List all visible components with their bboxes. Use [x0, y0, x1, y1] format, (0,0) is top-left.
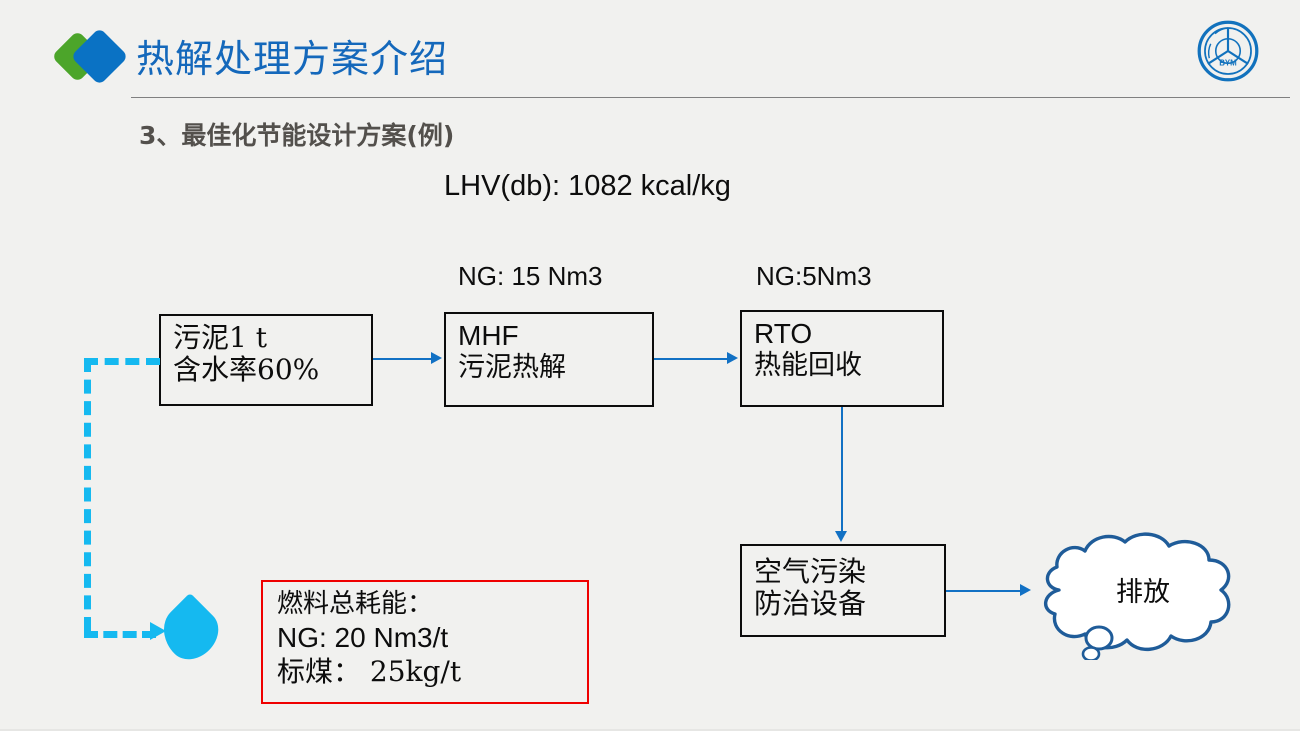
- arrowhead-mhf-to-rto: [727, 352, 738, 364]
- arrowhead-rto-to-apc: [835, 531, 847, 542]
- ng-mhf-label: NG: 15 Nm3: [458, 261, 603, 291]
- arrowhead-apc-to-emission: [1020, 584, 1031, 596]
- mhf-line-1: MHF: [458, 320, 519, 351]
- apc-line-1: 空气污染: [754, 555, 867, 588]
- summary-line-3: 标煤： 25kg/t: [277, 654, 462, 688]
- bym-circular-logo: BYM: [1197, 20, 1259, 82]
- connector-apc-to-emission: [946, 590, 1024, 592]
- summary-line-2: NG: 20 Nm3/t: [277, 621, 449, 653]
- page-title: 热解处理方案介绍: [136, 37, 449, 81]
- arrowhead-recycle-to-droplet: [150, 622, 166, 640]
- emission-cloud-shape: [1044, 532, 1231, 660]
- process-box-sludge: 污泥1 t 含水率60%: [159, 314, 373, 406]
- sludge-line-1: 污泥1 t: [173, 321, 267, 354]
- section-subtitle: 3、最佳化节能设计方案(例): [139, 121, 455, 150]
- connector-rto-to-apc: [841, 407, 843, 533]
- water-droplet-icon: [151, 592, 229, 670]
- rto-line-1: RTO: [754, 318, 813, 349]
- summary-line-1: 燃料总耗能：: [277, 589, 434, 619]
- recycle-line-bottom: [84, 631, 156, 638]
- connector-mhf-to-rto: [654, 358, 729, 360]
- header-divider: [131, 97, 1290, 98]
- corp-logo-text: BYM: [1219, 58, 1237, 67]
- fuel-consumption-summary-box: 燃料总耗能： NG: 20 Nm3/t 标煤： 25kg/t: [261, 580, 589, 704]
- sludge-line-2: 含水率60%: [173, 353, 320, 387]
- rto-line-2: 热能回收: [754, 350, 862, 382]
- process-box-rto: RTO 热能回收: [740, 310, 944, 407]
- lhv-label: LHV(db): 1082 kcal/kg: [444, 170, 731, 202]
- connector-sludge-to-mhf: [373, 358, 433, 360]
- process-box-air-pollution-control: 空气污染 防治设备: [740, 544, 946, 637]
- mhf-line-2: 污泥热解: [458, 352, 566, 384]
- recycle-line-top: [84, 358, 160, 365]
- process-box-mhf: MHF 污泥热解: [444, 312, 654, 407]
- ng-rto-label: NG:5Nm3: [756, 261, 872, 291]
- recycle-line-left: [84, 358, 91, 631]
- apc-line-2: 防治设备: [754, 587, 867, 621]
- emission-cloud-label: 排放: [1116, 577, 1170, 608]
- arrowhead-sludge-to-mhf: [431, 352, 442, 364]
